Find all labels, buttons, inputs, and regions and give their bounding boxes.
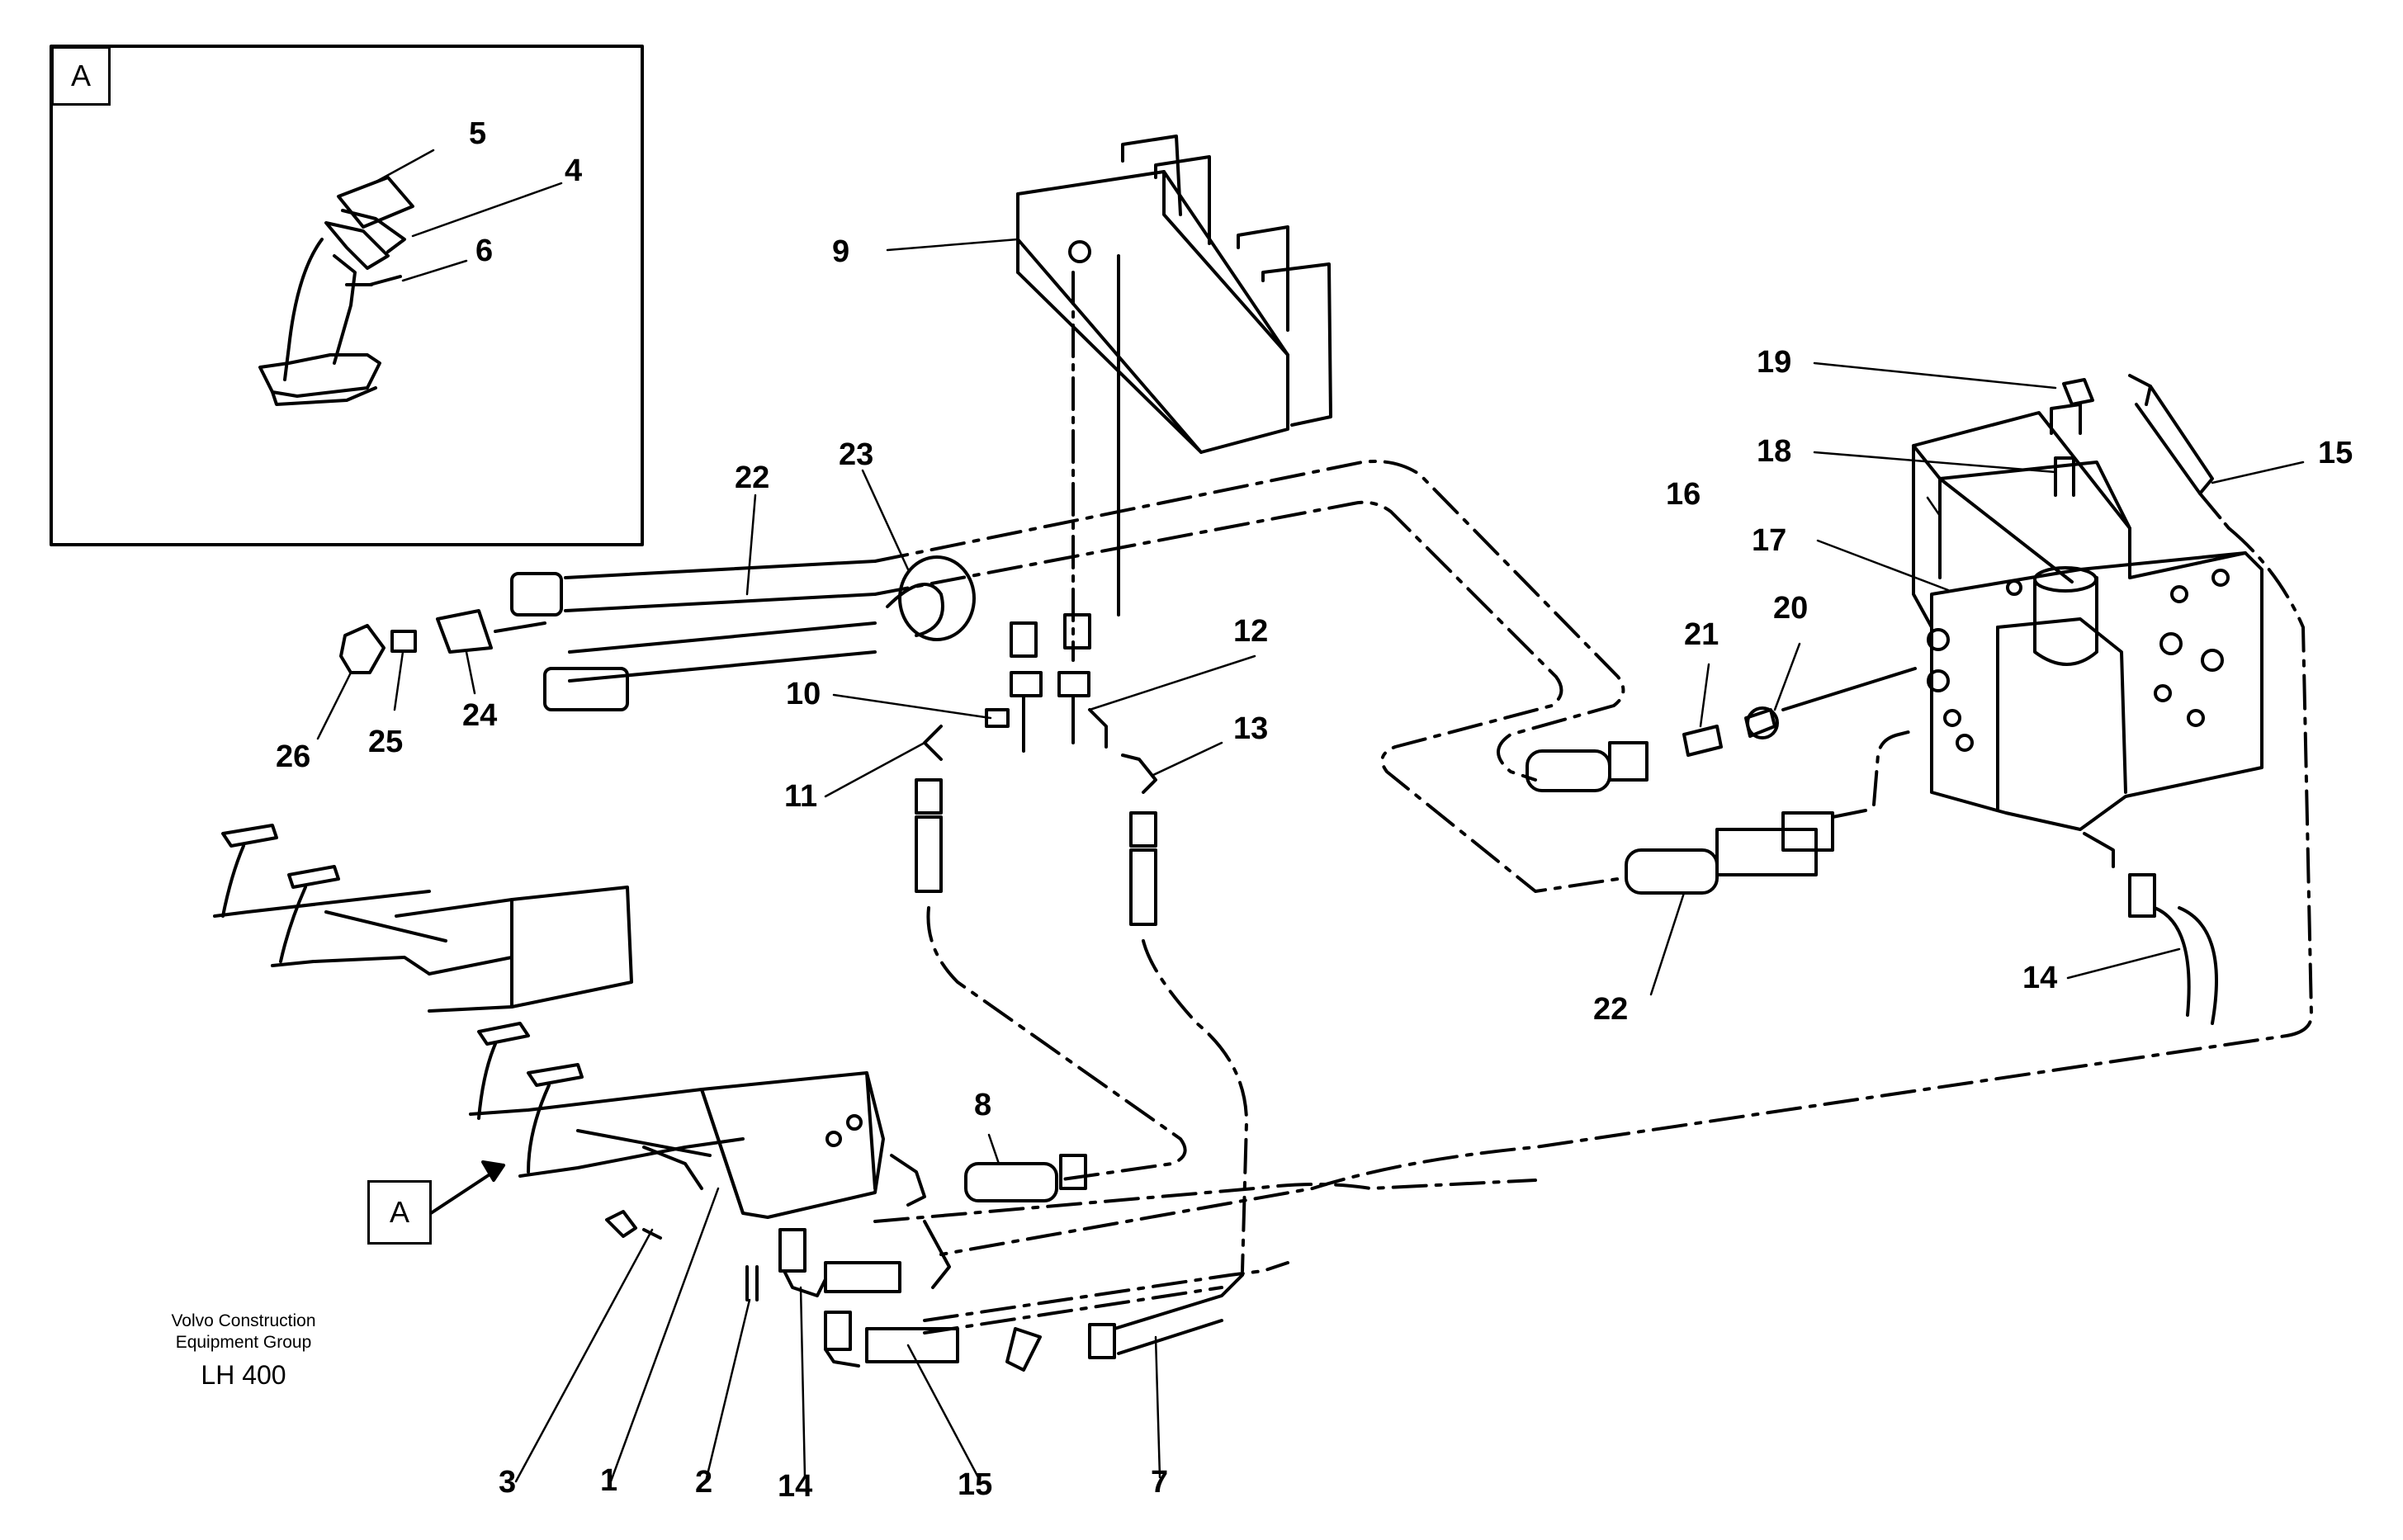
part-label-16: 16 <box>1666 477 1701 512</box>
leader-lines <box>316 238 2305 1483</box>
part-label-13: 13 <box>1233 711 1269 746</box>
part-label-17: 17 <box>1752 523 1787 558</box>
hose-22-upper <box>510 555 976 711</box>
inset-label-5: 5 <box>469 116 487 151</box>
pointer-arrow <box>429 1160 505 1215</box>
part-label-15-lower: 15 <box>958 1467 993 1502</box>
part-label-10: 10 <box>786 677 821 711</box>
part-label-11: 11 <box>784 779 818 814</box>
part-label-18: 18 <box>1757 434 1792 469</box>
part-label-1: 1 <box>600 1463 618 1498</box>
part-label-22-lower: 22 <box>1593 992 1629 1027</box>
part-label-8: 8 <box>974 1088 992 1122</box>
credit-line-1: Volvo Construction <box>171 1311 316 1330</box>
inset-label-4: 4 <box>565 154 583 188</box>
inset-label-6: 6 <box>475 234 494 268</box>
inset-detail-a <box>50 45 644 546</box>
part-label-26: 26 <box>276 739 311 774</box>
lower-hoses-14-15-7 <box>778 1220 1244 1372</box>
part-label-3: 3 <box>499 1465 517 1500</box>
control-valve-16-17 <box>1912 411 2263 831</box>
hydraulic-lines <box>873 460 2313 1335</box>
pedal-assembly-lower <box>469 1022 1087 1219</box>
part-label-15-right: 15 <box>2318 436 2353 470</box>
part-label-2: 2 <box>695 1465 713 1500</box>
inset-tag: A <box>51 46 111 106</box>
hose-22-lower <box>1625 809 1867 895</box>
credit-block: Volvo Construction Equipment Group LH 40… <box>132 1311 355 1393</box>
pedal-assembly-upper <box>213 824 633 1013</box>
pointer-tag: A <box>367 1180 432 1245</box>
part-label-19: 19 <box>1757 345 1792 380</box>
credit-line-2: Equipment Group <box>175 1333 312 1352</box>
part-label-20: 20 <box>1773 591 1809 626</box>
fittings-24-25-26 <box>339 609 546 674</box>
part-label-9: 9 <box>832 234 850 269</box>
part-label-25: 25 <box>368 725 404 759</box>
part-label-14-lower: 14 <box>778 1469 813 1504</box>
part-label-22-upper: 22 <box>735 461 770 495</box>
fittings-20-21 <box>1526 667 1917 792</box>
valve-block-9 <box>1016 135 1332 662</box>
part-label-14-right: 14 <box>2022 961 2058 995</box>
hose-14-right <box>2083 832 2218 1025</box>
fittings-18-19 <box>2050 374 2230 530</box>
inset-leaders <box>371 149 563 282</box>
small-parts-1-2-3 <box>605 1210 759 1301</box>
credit-model: LH 400 <box>201 1360 286 1390</box>
part-label-23: 23 <box>839 437 874 472</box>
part-label-24: 24 <box>462 698 498 733</box>
part-label-7: 7 <box>1151 1465 1169 1500</box>
part-label-12: 12 <box>1233 614 1269 649</box>
part-label-21: 21 <box>1684 617 1719 652</box>
